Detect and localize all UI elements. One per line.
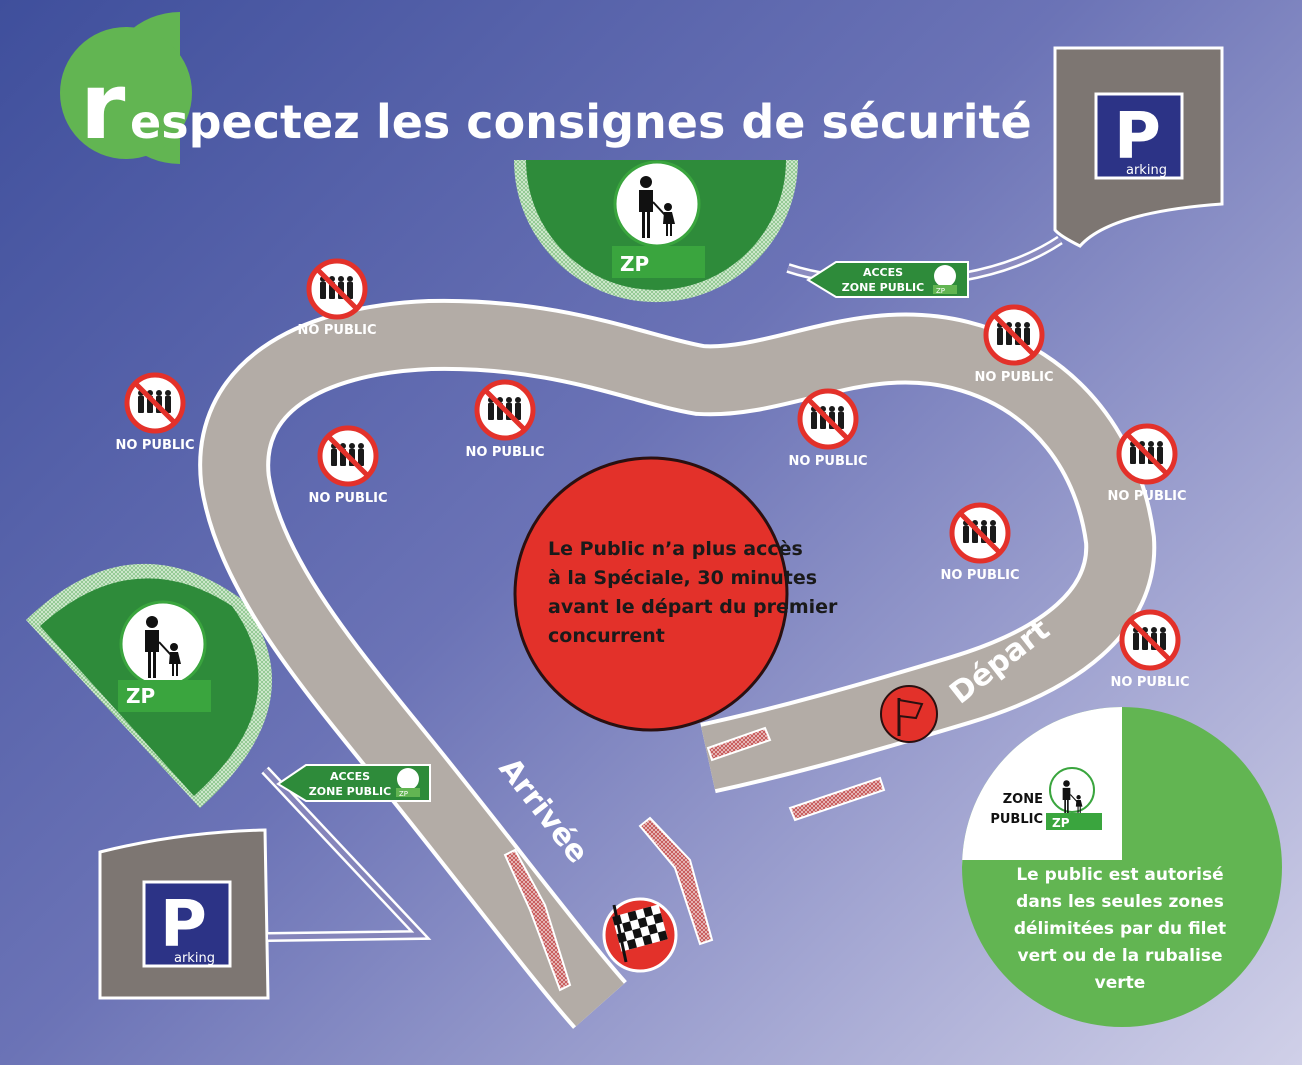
no-public-icon xyxy=(1119,426,1175,482)
finish-flag-icon xyxy=(602,897,678,973)
no-public-label: NO PUBLIC xyxy=(788,454,867,469)
no-public-label: NO PUBLIC xyxy=(115,438,194,453)
parking-label: arking xyxy=(174,951,215,966)
legend-line: dans les seules zones xyxy=(1016,892,1224,912)
parking-letter: P xyxy=(1114,100,1161,174)
parking-sign-icon xyxy=(142,880,232,968)
no-public-icon xyxy=(952,505,1008,561)
no-public-sign: NO PUBLIC xyxy=(940,505,1020,583)
notice-line: Le Public n’a plus accès xyxy=(548,538,803,560)
legend-line: vert ou de la rubalise xyxy=(1017,946,1222,966)
parking-sign-icon xyxy=(1094,92,1184,180)
no-public-label: NO PUBLIC xyxy=(940,568,1019,583)
acces-line1: ACCES xyxy=(863,266,903,279)
no-public-icon xyxy=(800,391,856,447)
notice-circle: Le Public n’a plus accès à la Spéciale, … xyxy=(513,456,838,732)
no-public-icon xyxy=(320,428,376,484)
title-text: espectez les consignes de sécurité xyxy=(130,95,1032,149)
no-public-label: NO PUBLIC xyxy=(308,491,387,506)
no-public-icon xyxy=(986,307,1042,363)
no-public-sign: NO PUBLIC xyxy=(465,382,545,460)
no-public-icon xyxy=(309,261,365,317)
acces-badge: ZP xyxy=(936,287,945,295)
acces-line2: ZONE PUBLIC xyxy=(309,785,391,798)
legend-circle: ZONE PUBLIC ZP Le public est autorisé da… xyxy=(962,707,1282,1027)
no-public-sign: NO PUBLIC xyxy=(1110,612,1190,690)
no-public-sign: NO PUBLIC xyxy=(788,391,868,469)
no-public-label: NO PUBLIC xyxy=(297,323,376,338)
acces-line2: ZONE PUBLIC xyxy=(842,281,924,294)
zone-public-bottom: ZP xyxy=(26,563,272,808)
legend-line: verte xyxy=(1095,973,1146,993)
acces-badge: ZP xyxy=(399,790,408,798)
parking-label: arking xyxy=(1126,163,1167,178)
legend-zp: ZP xyxy=(1052,816,1070,830)
title-initial: r xyxy=(80,53,126,160)
page-title: r espectez les consignes de sécurité xyxy=(60,12,1032,164)
no-public-sign: NO PUBLIC xyxy=(115,375,195,453)
road xyxy=(198,298,1157,1029)
no-public-sign: NO PUBLIC xyxy=(974,307,1054,385)
no-public-label: NO PUBLIC xyxy=(1110,675,1189,690)
no-public-icon xyxy=(1122,612,1178,668)
parking-top: P arking xyxy=(1053,46,1224,248)
no-public-icon xyxy=(127,375,183,431)
acces-sign-bottom: ACCES ZONE PUBLIC ZP xyxy=(276,764,431,802)
zone-zp-label: ZP xyxy=(620,252,649,276)
parking-letter: P xyxy=(160,888,207,962)
no-public-label: NO PUBLIC xyxy=(974,370,1053,385)
no-public-label: NO PUBLIC xyxy=(465,445,544,460)
parking-bottom: P arking xyxy=(98,828,270,1000)
acces-sign-top: ACCES ZONE PUBLIC ZP xyxy=(806,261,969,298)
start-flag-icon xyxy=(880,685,938,743)
notice-line: concurrent xyxy=(548,625,665,647)
acces-line1: ACCES xyxy=(330,770,370,783)
notice-line: à la Spéciale, 30 minutes xyxy=(548,567,817,589)
no-public-sign: NO PUBLIC xyxy=(297,261,377,338)
legend-line: délimitées par du filet xyxy=(1014,919,1226,939)
legend-zone-label: PUBLIC xyxy=(990,812,1043,827)
zone-public-top: ZP xyxy=(514,160,798,303)
no-public-label: NO PUBLIC xyxy=(1107,489,1186,504)
no-public-sign: NO PUBLIC xyxy=(308,428,388,506)
zone-zp-label: ZP xyxy=(126,684,155,708)
notice-line: avant le départ du premier xyxy=(548,596,838,618)
legend-line: Le public est autorisé xyxy=(1016,865,1223,885)
no-public-icon xyxy=(477,382,533,438)
no-public-sign: NO PUBLIC xyxy=(1107,426,1187,504)
legend-zone-label: ZONE xyxy=(1003,792,1043,807)
